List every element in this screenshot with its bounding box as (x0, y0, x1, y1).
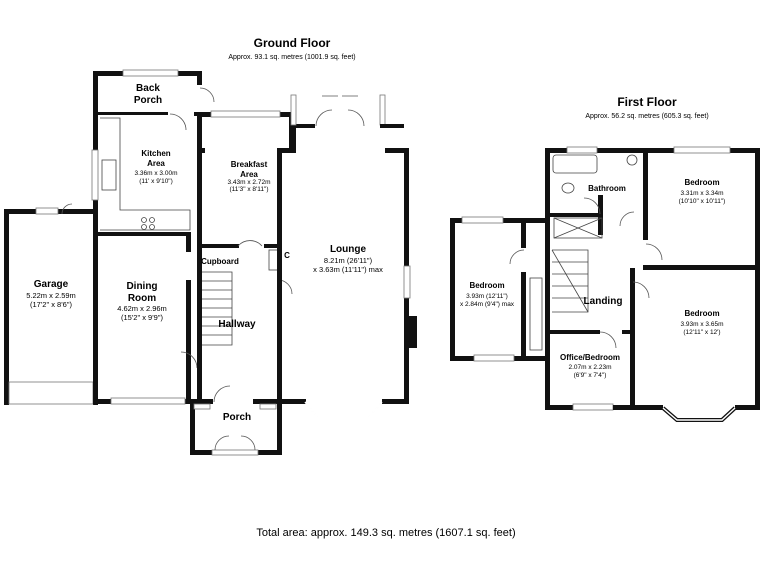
bedroom-main-dimensions-imperial: (12'11" x 12') (683, 329, 720, 336)
lounge-walls (277, 94, 417, 419)
kitchen-dimensions-imperial: (11' x 9'10") (139, 178, 173, 185)
first-floor-area: Approx. 56.2 sq. metres (605.3 sq. feet) (585, 113, 708, 120)
dining-label-2: Room (128, 293, 156, 304)
kitchen-label: Kitchen (141, 149, 170, 158)
bedroom-left-dimensions: 3.93m (12'11") (466, 293, 508, 300)
first-floor-title: First Floor (617, 95, 677, 109)
lounge-label: Lounge (330, 244, 367, 255)
porch-label: Porch (223, 412, 251, 423)
back-porch-label-2: Porch (134, 95, 162, 106)
garage-label: Garage (34, 279, 69, 290)
first-floor-plan (450, 146, 760, 422)
office-dimensions: 2.07m x 2.23m (569, 364, 612, 371)
breakfast-walls (197, 110, 294, 153)
bathroom-label: Bathroom (588, 184, 626, 193)
bedroom-front-label: Bedroom (684, 178, 719, 187)
dining-dimensions-imperial: (15'2" x 9'9") (121, 313, 163, 322)
breakfast-dimensions-imperial: (11'3" x 8'11") (229, 186, 268, 193)
kitchen-walls (91, 69, 215, 231)
breakfast-dimensions: 3.43m x 2.72m (228, 179, 271, 186)
bedroom-left-dimensions-imperial: x 2.84m (9'4") max (460, 301, 515, 308)
dining-label: Dining (126, 281, 157, 292)
total-area: Total area: approx. 149.3 sq. metres (16… (256, 527, 515, 539)
office-dimensions-imperial: (6'9" x 7'4") (574, 372, 607, 379)
bedroom-front-dimensions: 3.31m x 3.34m (681, 190, 724, 197)
back-porch-label: Back (136, 83, 160, 94)
lounge-dimensions: 8.21m (26'11") (324, 256, 373, 265)
hallway-label: Hallway (218, 319, 256, 330)
office-label: Office/Bedroom (560, 353, 620, 362)
ground-floor-title: Ground Floor (254, 36, 331, 50)
dining-dimensions: 4.62m x 2.96m (117, 304, 167, 313)
kitchen-dimensions: 3.36m x 3.00m (135, 170, 178, 177)
ground-floor-plan (4, 69, 417, 456)
landing-label: Landing (584, 296, 623, 307)
breakfast-label-2: Area (240, 170, 258, 179)
garage-dimensions: 5.22m x 2.59m (26, 291, 76, 300)
porch-walls (190, 400, 282, 456)
ground-floor-area: Approx. 93.1 sq. metres (1001.9 sq. feet… (228, 54, 355, 61)
lounge-dimensions-imperial: x 3.63m (11'11") max (313, 265, 383, 274)
breakfast-label: Breakfast (231, 160, 268, 169)
garage-dimensions-imperial: (17'2" x 8'6") (30, 300, 72, 309)
c-label: C (284, 251, 290, 260)
bedroom-main-dimensions: 3.93m x 3.65m (681, 321, 724, 328)
bedroom-main-label: Bedroom (684, 309, 719, 318)
bedroom-left-label: Bedroom (469, 281, 504, 290)
cupboard-label: Cupboard (201, 257, 239, 266)
kitchen-label-2: Area (147, 159, 165, 168)
bedroom-front-dimensions-imperial: (10'10" x 10'11") (679, 198, 726, 205)
